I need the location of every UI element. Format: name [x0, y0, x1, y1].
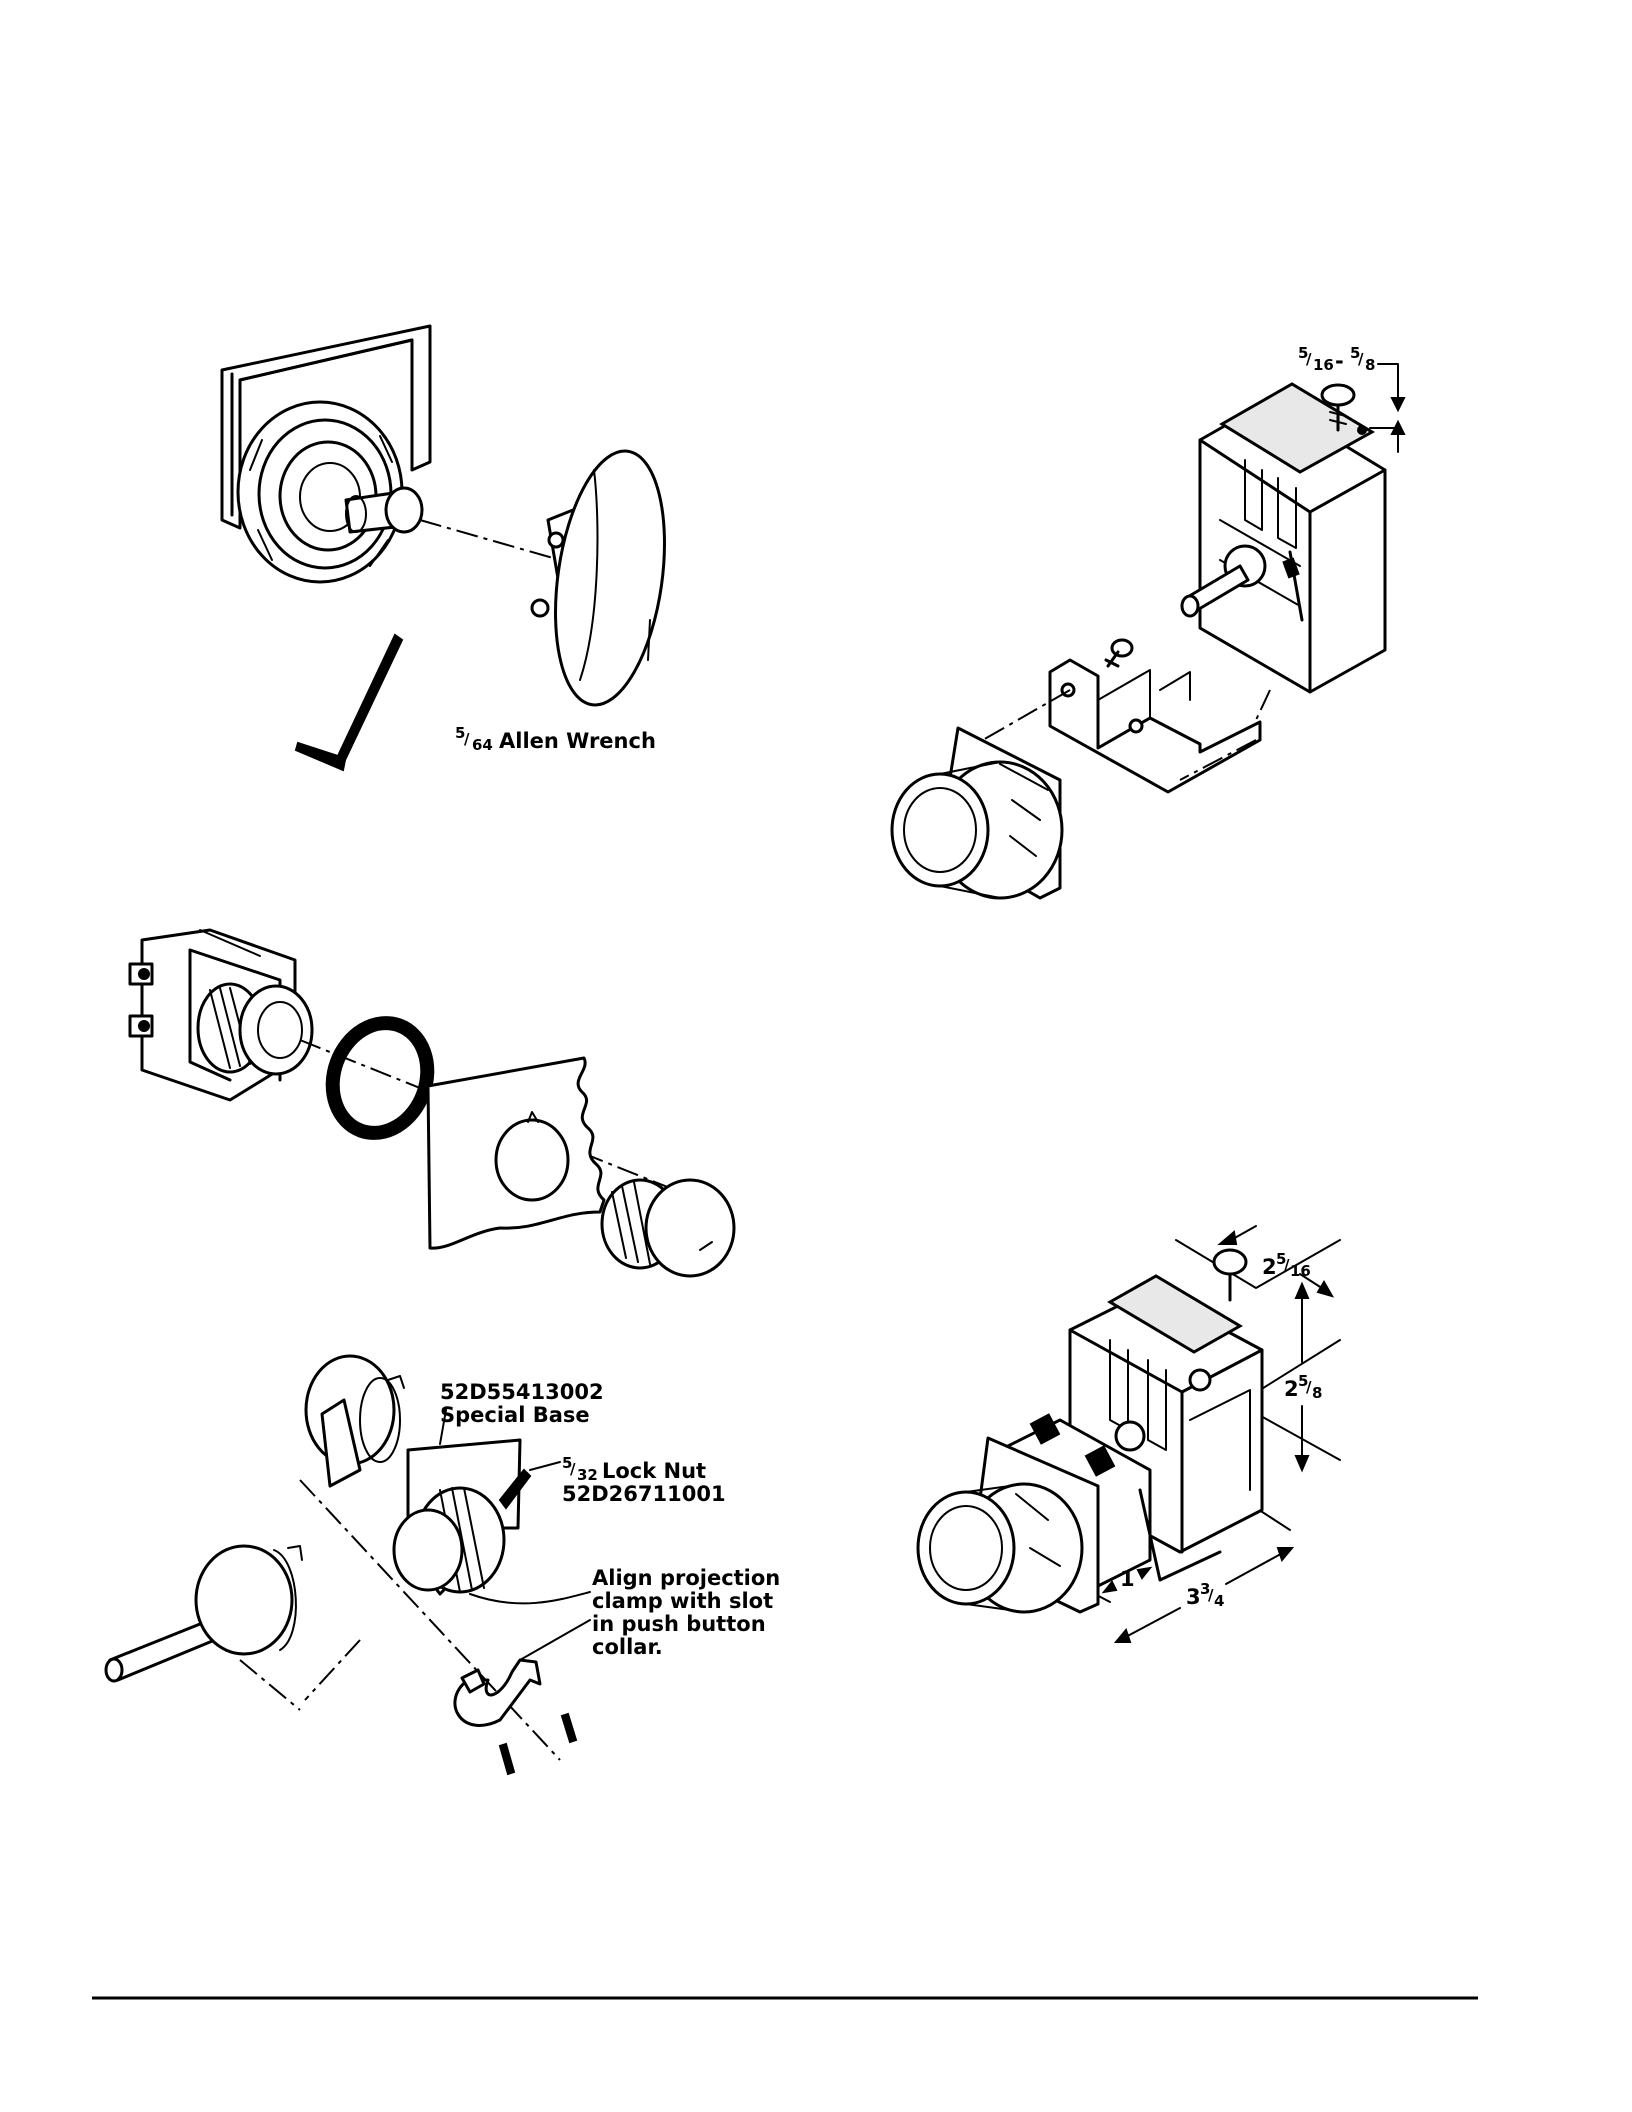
pushbutton-cap-5: [918, 1492, 1014, 1604]
projection-clamp: [455, 1660, 540, 1725]
align-note-line-2: clamp with slot: [592, 1589, 773, 1613]
align-note-line-3: in push button: [592, 1612, 766, 1636]
operator-lens-3: [646, 1180, 734, 1276]
svg-text:16: 16: [1313, 356, 1334, 374]
locknut-part-number: 52D26711001: [562, 1482, 726, 1506]
svg-text:/: /: [464, 730, 470, 748]
svg-text:2: 2: [1284, 1377, 1299, 1401]
clamp-screw-right: [562, 1714, 576, 1742]
align-note-line-4: collar.: [592, 1635, 663, 1659]
svg-text:8: 8: [1312, 1384, 1322, 1402]
svg-text:/: /: [1306, 350, 1312, 368]
round-operator: [196, 1546, 292, 1654]
allen-wrench: [338, 635, 402, 760]
svg-text:/: /: [570, 1460, 576, 1478]
align-note-line-1: Align projection: [592, 1566, 780, 1590]
svg-text:1: 1: [1120, 1567, 1135, 1591]
mounting-bracket: [1050, 660, 1260, 792]
svg-text:8: 8: [1365, 356, 1375, 374]
svg-text:/: /: [1358, 350, 1364, 368]
figure-panel-mount: [130, 930, 734, 1276]
figure-knob-removal: 5 / 64 Allen Wrench: [222, 326, 679, 770]
svg-text:16: 16: [1290, 1262, 1311, 1280]
svg-text:3: 3: [1186, 1585, 1201, 1609]
figure-dimensions: 2 5 / 16 2 5 / 8 3 3 / 4 1: [918, 1226, 1340, 1642]
svg-text:4: 4: [1214, 1592, 1224, 1610]
figure-special-base: 52D55413002 Special Base 5 / 32 Lock Nut…: [106, 1356, 780, 1774]
top-screw: [1322, 385, 1354, 405]
clamp-screw-left: [500, 1744, 514, 1774]
wrench-label: Allen Wrench: [499, 729, 656, 753]
panel-hole: [496, 1120, 568, 1200]
knob-body: [541, 444, 680, 712]
special-base-button: [394, 1510, 462, 1590]
figure-bracket-assembly: 5 / 16 - 5 / 8: [892, 344, 1404, 898]
top-screw-5: [1214, 1250, 1246, 1274]
wrench-fraction-den: 64: [472, 736, 493, 754]
locknut-label: Lock Nut: [602, 1459, 706, 1483]
gasket-ring: [318, 1010, 443, 1147]
special-base-desc: Special Base: [440, 1403, 590, 1427]
bracket-screw: [1112, 640, 1132, 656]
special-base-part-number: 52D55413002: [440, 1380, 604, 1404]
pushbutton-cap: [892, 774, 988, 886]
svg-text:2: 2: [1262, 1255, 1277, 1279]
svg-text:-: -: [1335, 349, 1344, 373]
